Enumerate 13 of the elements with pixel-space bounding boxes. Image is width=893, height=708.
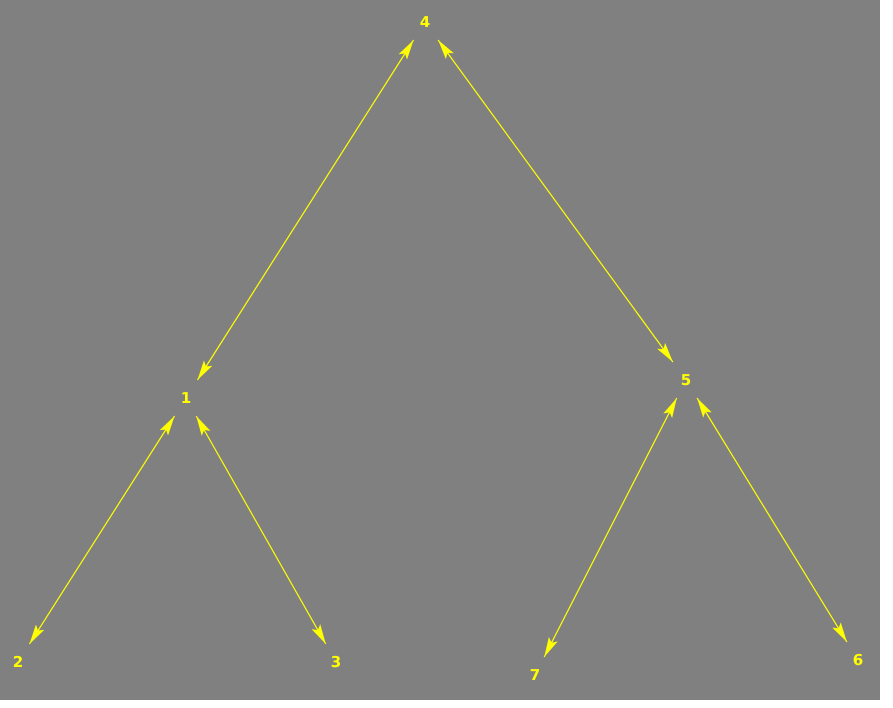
node-label: 2: [0, 644, 36, 680]
node-label: 5: [668, 362, 704, 398]
double-arrow: [196, 40, 414, 380]
node-label: 1: [168, 380, 204, 416]
node-label: 6: [840, 642, 876, 678]
double-arrow: [696, 398, 848, 642]
double-arrow: [196, 416, 326, 644]
double-arrow: [438, 40, 674, 362]
node-label: 4: [407, 4, 443, 40]
double-arrow: [28, 416, 176, 644]
double-arrow: [544, 398, 678, 658]
node-label: 3: [318, 644, 354, 680]
node-label: 7: [517, 657, 553, 693]
